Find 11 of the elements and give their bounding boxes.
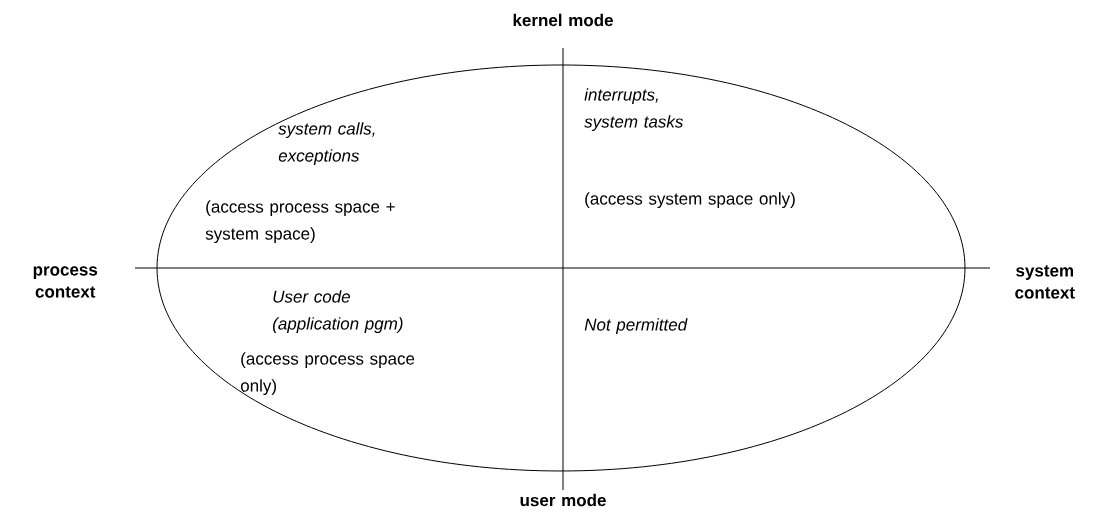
- quadrant-text: (access process space only): [240, 352, 415, 396]
- axis-label: process context: [33, 266, 98, 298]
- quadrant-text: (access process space + system space): [205, 200, 395, 244]
- axis-label: system context: [1015, 265, 1075, 299]
- axis-label: kernel mode: [513, 13, 613, 27]
- axis-label: user mode: [520, 493, 606, 507]
- quadrant-text: User code (application pgm): [273, 290, 403, 334]
- quadrant-text: Not permitted: [584, 318, 688, 335]
- quadrant-text: system calls, exceptions: [278, 122, 375, 166]
- quadrant-text: (access system space only): [585, 192, 795, 209]
- quadrant-text: interrupts, system tasks: [584, 88, 684, 132]
